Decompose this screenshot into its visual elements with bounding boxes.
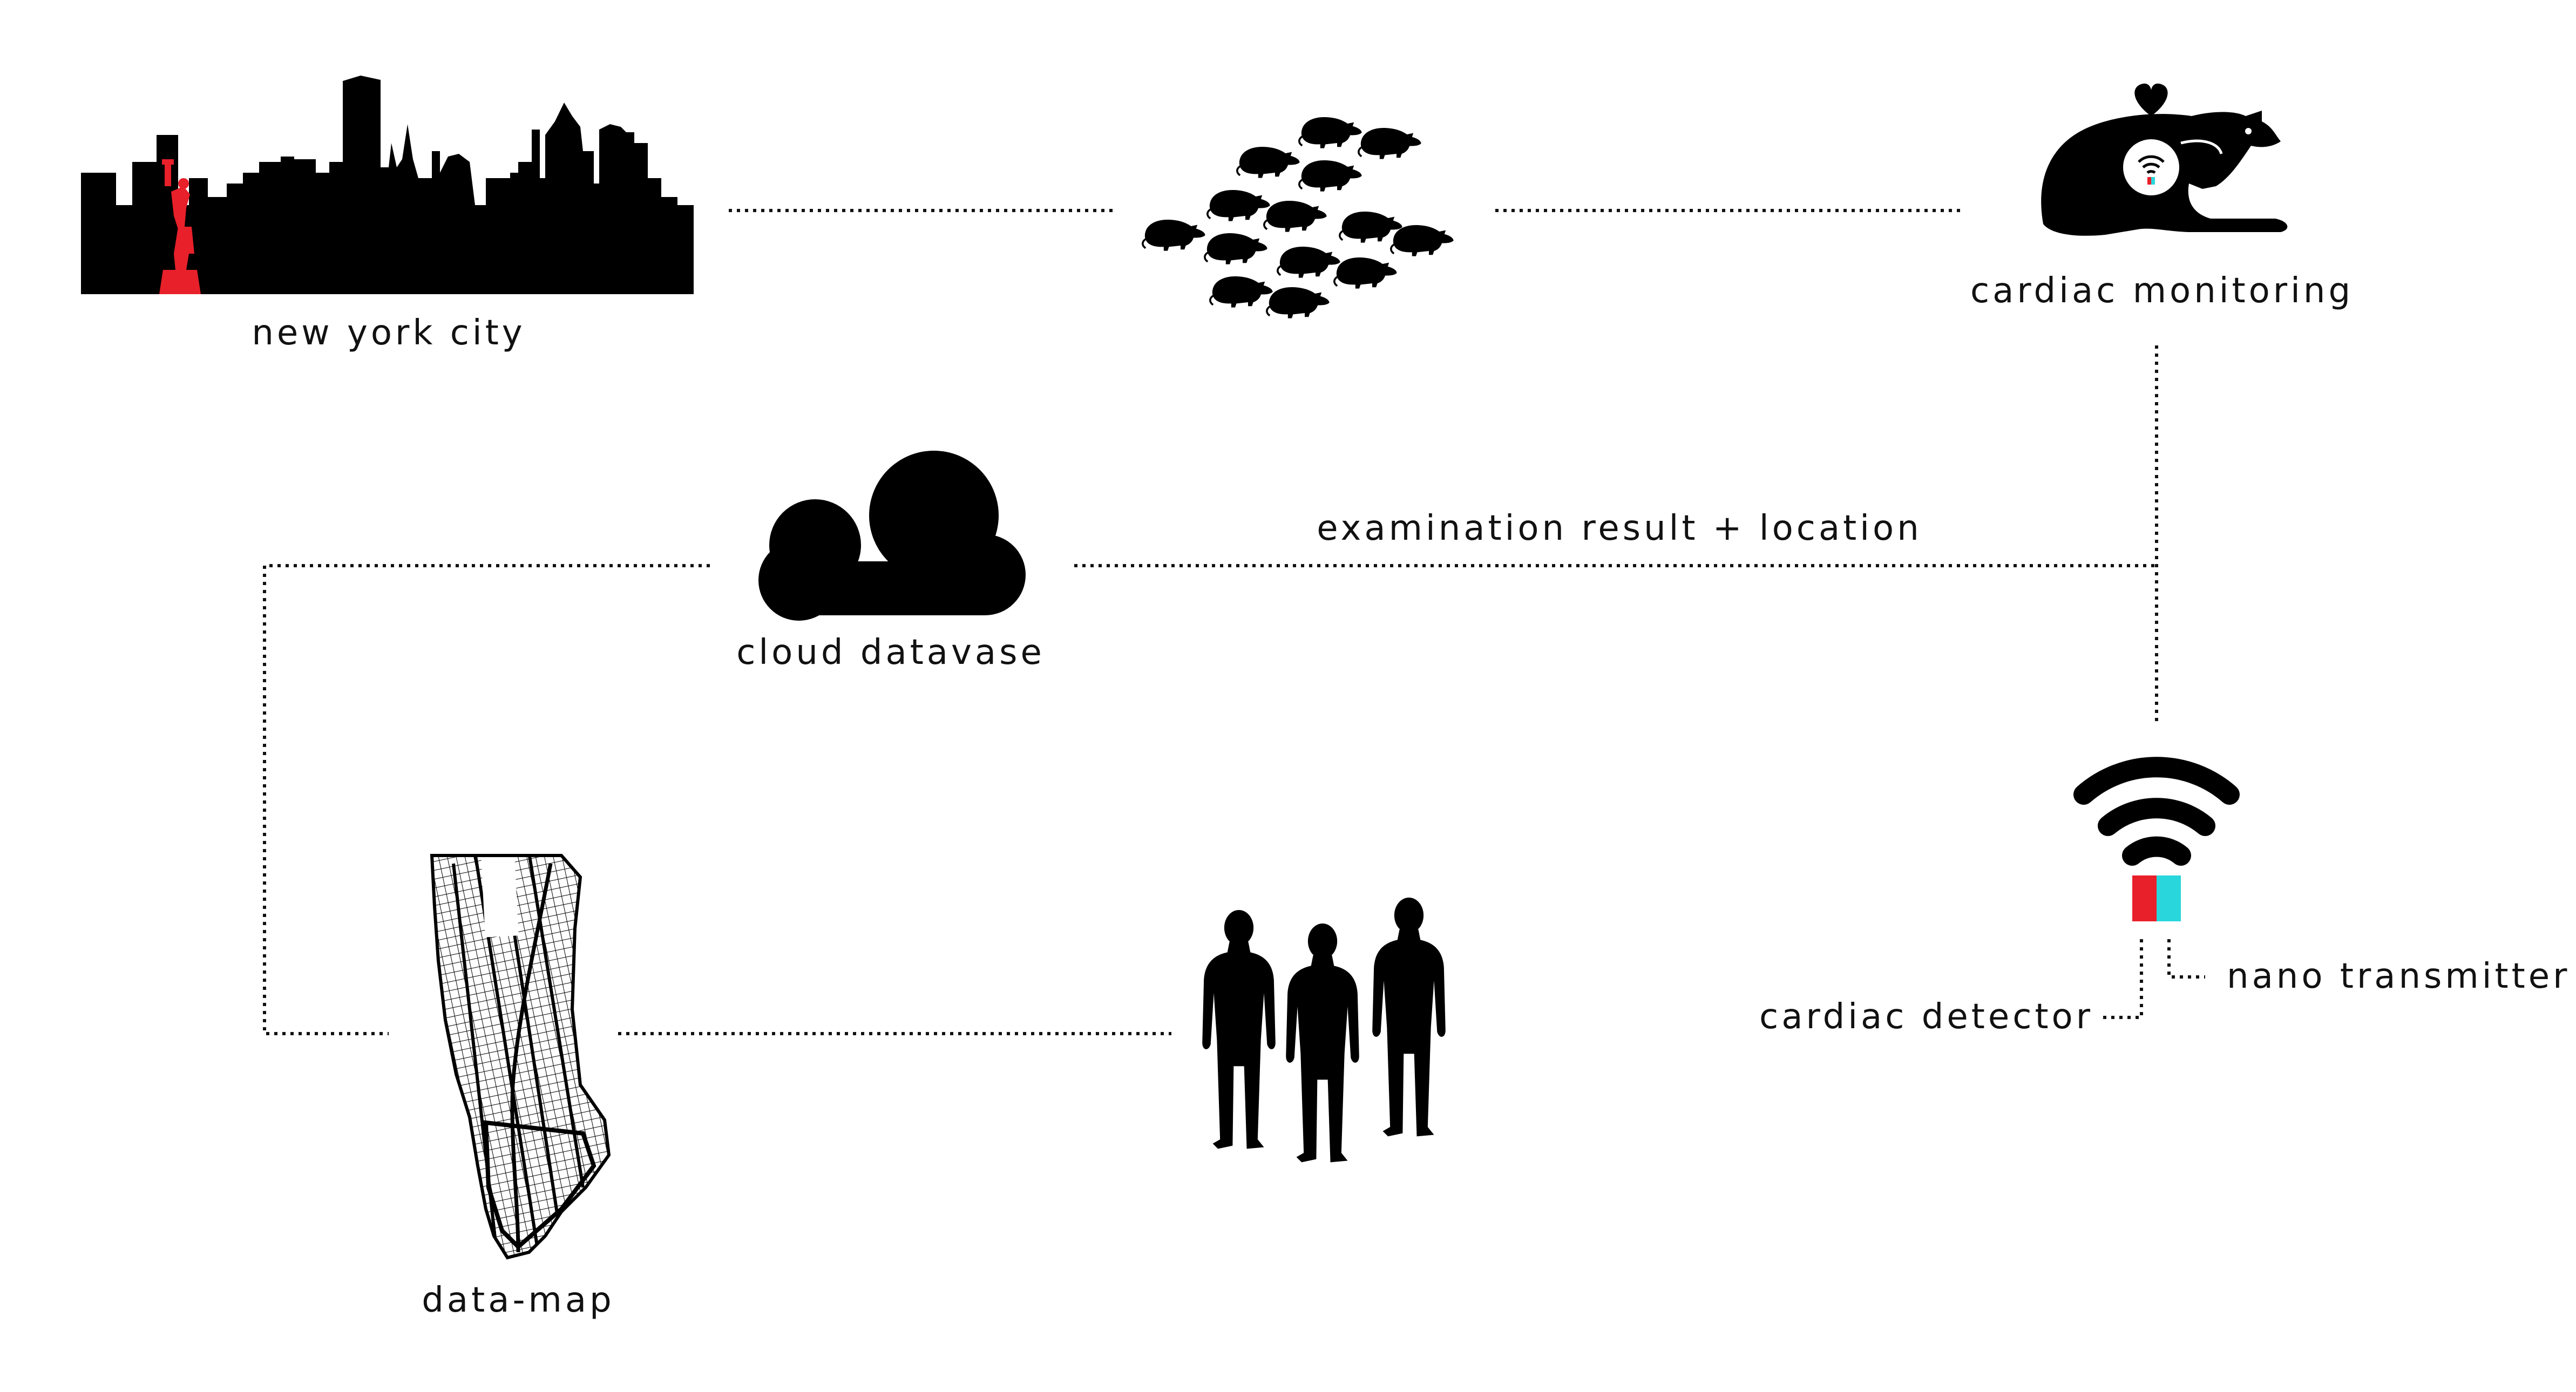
skyline-shape (81, 76, 694, 294)
map-downtown (483, 1120, 596, 1250)
mini-wifi-icon (2138, 155, 2165, 174)
wifi-icon (2073, 757, 2240, 866)
data-map-label: data-map (422, 1280, 614, 1320)
city-label: new york city (252, 313, 525, 353)
rat-collar (2180, 139, 2223, 154)
nano-transmitter-label: nano transmitter (2227, 956, 2570, 996)
examination-result-label: examination result + location (1317, 508, 1922, 548)
cardiac-detector-chip (2132, 875, 2157, 921)
map-outline (430, 854, 611, 1260)
map-avenues (452, 855, 585, 1258)
cloud-label: cloud datavase (736, 633, 1045, 673)
connectors (263, 209, 2205, 1035)
rat-swarm-icon (1142, 116, 1455, 320)
cloud-icon (758, 451, 1026, 621)
cardiac-detector-label: cardiac detector (1759, 997, 2093, 1037)
new-york-skyline-icon (81, 76, 694, 294)
connector-nano (2167, 939, 2205, 979)
rat-chest-badge (2123, 139, 2179, 195)
manhattan-map-icon (430, 854, 611, 1260)
heart-icon (2134, 83, 2168, 116)
rat-icon (2041, 111, 2288, 236)
cardiac-monitoring-label: cardiac monitoring (1970, 271, 2354, 311)
people-silhouettes-icon (1202, 897, 1446, 1163)
central-park (481, 855, 519, 938)
statue-of-liberty-icon (159, 159, 201, 294)
connector-detector (2103, 939, 2143, 1019)
map-broadway (510, 863, 553, 1253)
nano-transmitter-chip (2157, 875, 2181, 921)
rat-eye (2245, 128, 2252, 134)
